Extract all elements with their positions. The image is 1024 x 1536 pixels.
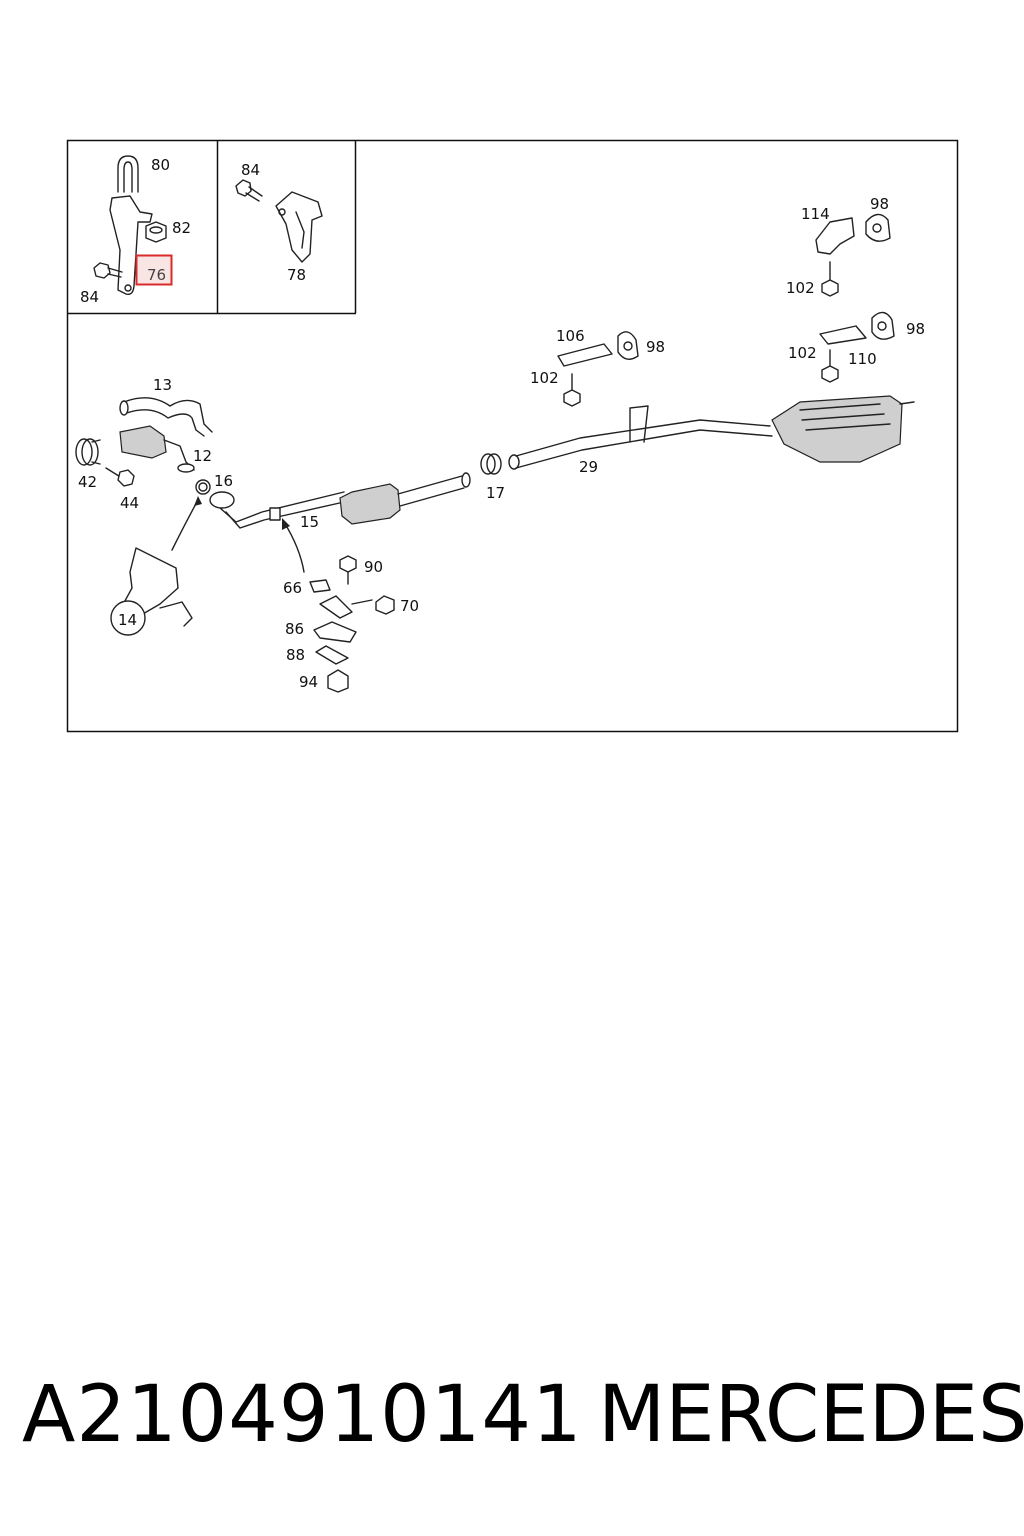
label-84-inset2: 84: [241, 161, 260, 179]
label-44: 44: [120, 494, 139, 512]
diagram-frame: [66, 139, 959, 733]
bracket-part-88: [315, 645, 349, 665]
clip-part-66: [309, 579, 331, 593]
bolt-part-84: [93, 262, 123, 279]
label-94: 94: [299, 673, 318, 691]
pipe-part-15: [209, 491, 345, 529]
clamp-part-17: [480, 453, 502, 475]
bolt-part-90: [339, 555, 357, 585]
label-102-a: 102: [530, 369, 559, 387]
label-16: 16: [214, 472, 233, 490]
bracket-part-78: [275, 191, 323, 263]
label-76: 76: [147, 266, 166, 284]
label-98-b: 98: [870, 195, 889, 213]
exhaust-system-diagram: 80 82 76 84 84 78: [66, 139, 959, 733]
gasket-part-16: [195, 479, 211, 495]
label-29: 29: [579, 458, 598, 476]
label-88: 88: [286, 646, 305, 664]
label-90: 90: [364, 558, 383, 576]
label-106: 106: [556, 327, 585, 345]
bracket-part-86: [313, 621, 357, 643]
bracket-part-110: [819, 325, 867, 345]
nut-part-82: [145, 221, 167, 243]
footer: A2104910141 MERCEDES: [0, 1370, 1024, 1470]
label-12: 12: [193, 447, 212, 465]
label-84-inset1: 84: [80, 288, 99, 306]
part-number: A2104910141: [22, 1370, 583, 1460]
catalytic-converter-front: [119, 425, 195, 473]
nut-part-70: [375, 595, 395, 615]
bracket-part-114: [815, 217, 855, 255]
label-114: 114: [801, 205, 830, 223]
bracket-part-76: [109, 195, 153, 296]
arrow-16-to-14: [171, 499, 199, 551]
heat-shield-part-14: [110, 547, 193, 636]
label-66: 66: [283, 579, 302, 597]
rubber-mount-98-c: [871, 311, 895, 340]
nut-part-94: [327, 669, 349, 693]
highlight-box: [135, 254, 173, 286]
label-17: 17: [486, 484, 505, 502]
u-bolt-part: [117, 155, 139, 193]
label-110: 110: [848, 350, 877, 368]
clamp-part-42: [75, 438, 101, 466]
label-78: 78: [287, 266, 306, 284]
label-98-c: 98: [906, 320, 925, 338]
label-82: 82: [172, 219, 191, 237]
label-102-c: 102: [788, 344, 817, 362]
label-70: 70: [400, 597, 419, 615]
arrow-head-16: [194, 496, 202, 506]
downpipe-part-13: [119, 397, 213, 437]
arrow-head-66: [282, 518, 290, 530]
bolt-part-102-a: [563, 373, 581, 407]
label-86: 86: [285, 620, 304, 638]
rubber-mount-98-b: [865, 213, 891, 242]
label-80: 80: [151, 156, 170, 174]
bolt-part-84-inset2: [235, 179, 263, 202]
rubber-mount-98-a: [617, 331, 639, 360]
brand-name: MERCEDES: [598, 1370, 1024, 1460]
catalytic-converter-main: [339, 472, 471, 525]
label-14: 14: [118, 611, 137, 629]
bracket-part-66-70: [319, 595, 373, 619]
pipe-part-29: [508, 405, 773, 470]
label-13: 13: [153, 376, 172, 394]
rear-muffler: [771, 395, 915, 463]
label-15: 15: [300, 513, 319, 531]
label-98-a: 98: [646, 338, 665, 356]
label-102-b: 102: [786, 279, 815, 297]
bolt-part-44: [105, 467, 135, 487]
bolt-part-102-c: [821, 349, 839, 383]
bracket-part-106: [557, 343, 613, 367]
label-42: 42: [78, 473, 97, 491]
bolt-part-102-b: [821, 261, 839, 297]
